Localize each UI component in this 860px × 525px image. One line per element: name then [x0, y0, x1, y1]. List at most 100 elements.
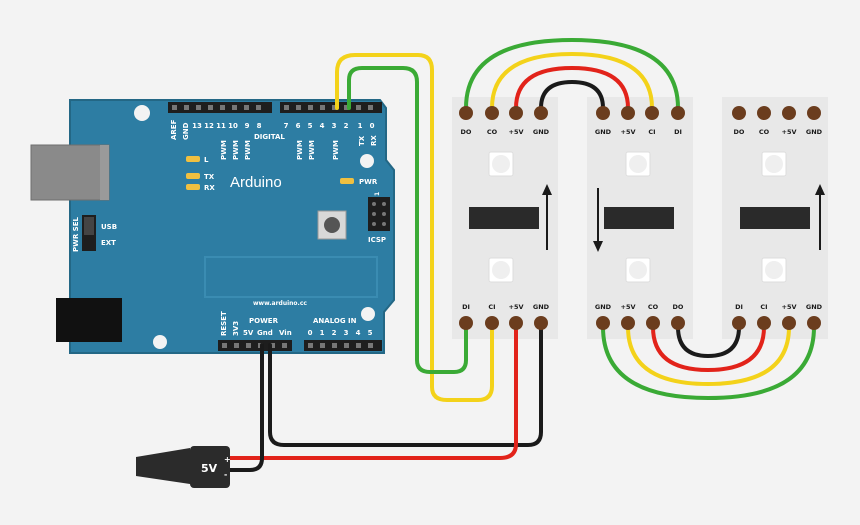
label-usb: USB — [101, 223, 117, 231]
pad — [807, 106, 821, 120]
label-a4: 4 — [356, 329, 361, 337]
strip1-bottom-label-3: +5V — [509, 303, 524, 311]
label-pwm-3: PWM — [332, 140, 340, 160]
label-pwm-6: PWM — [296, 140, 304, 160]
label-icsp-pin1: 1 — [374, 192, 381, 196]
strip3-bottom-label-4: GND — [806, 303, 823, 311]
wire-red-5v — [226, 325, 518, 460]
wires — [226, 37, 816, 472]
pad — [646, 316, 660, 330]
pad — [621, 316, 635, 330]
strip1-bottom-label-4: GND — [533, 303, 550, 311]
wire-black-supply — [226, 343, 264, 472]
label-a3: 3 — [344, 329, 349, 337]
pad — [534, 106, 548, 120]
pad — [459, 316, 473, 330]
label-pin8: 8 — [257, 122, 262, 130]
strip1-top-label-1: DO — [461, 128, 472, 136]
power-jack — [56, 298, 122, 342]
wire-green-di — [347, 66, 468, 374]
label-power: POWER — [249, 317, 279, 325]
label-pin7: 7 — [284, 122, 289, 130]
mounting-hole — [134, 105, 150, 121]
strip3-top-label-1: DO — [734, 128, 745, 136]
supply-label: 5V — [201, 462, 218, 475]
strip2-top-label-2: +5V — [621, 128, 636, 136]
label-pin10: 10 — [228, 122, 238, 130]
label-pin5: 5 — [308, 122, 313, 130]
label-icsp: ICSP — [368, 236, 386, 244]
strip2-bottom-label-1: GND — [595, 303, 612, 311]
pad — [782, 316, 796, 330]
wire-black-gnd — [268, 325, 543, 447]
label-a5: 5 — [368, 329, 373, 337]
strip1-top-label-3: +5V — [509, 128, 524, 136]
led-strip-3 — [722, 97, 828, 339]
wire-yellow-co-ci — [490, 51, 654, 110]
strip2-bottom-label-4: DO — [673, 303, 684, 311]
pad — [509, 316, 523, 330]
strip2-top-label-1: GND — [595, 128, 612, 136]
strip3-bottom-label-1: DI — [735, 303, 743, 311]
label-analog-in: ANALOG IN — [313, 317, 357, 325]
label-gnd: GND — [182, 122, 190, 140]
label-a1: 1 — [320, 329, 325, 337]
label-pin2: 2 — [344, 122, 349, 130]
mounting-hole — [361, 307, 375, 321]
label-pin0: 0 — [370, 122, 375, 130]
label-gnd-pin: Gnd — [257, 329, 273, 337]
label-pwr: PWR — [359, 178, 378, 186]
strip2-bottom-label-3: CO — [648, 303, 659, 311]
icsp-header — [368, 197, 390, 231]
label-pin9: 9 — [245, 122, 250, 130]
led-strip-1 — [452, 97, 558, 339]
label-vin: Vin — [279, 329, 292, 337]
strip2-bottom-label-2: +5V — [621, 303, 636, 311]
strip1-bottom-label-2: CI — [488, 303, 495, 311]
label-pwm-10: PWM — [232, 140, 240, 160]
strip1-top-label-2: CO — [487, 128, 498, 136]
pad — [671, 106, 685, 120]
pad — [732, 316, 746, 330]
wire-black-gnd-gnd — [539, 79, 605, 110]
microcontroller-outline — [204, 256, 378, 298]
pad — [621, 106, 635, 120]
pad — [645, 106, 659, 120]
pad — [485, 106, 499, 120]
wire-green-do-di — [464, 37, 680, 110]
arduino-board: AREF GND 13 12 11 10 9 8 DIGITAL 7 6 5 4… — [30, 99, 395, 354]
pad — [596, 106, 610, 120]
strip2-top-label-4: DI — [674, 128, 682, 136]
strip3-top-label-4: GND — [806, 128, 823, 136]
solder-pads — [459, 106, 821, 330]
pad — [732, 106, 746, 120]
strip3-bottom-label-3: +5V — [782, 303, 797, 311]
label-pwm-5: PWM — [308, 140, 316, 160]
led-rx — [186, 184, 200, 190]
pad — [757, 316, 771, 330]
label-pin12: 12 — [204, 122, 214, 130]
analog-header — [304, 340, 382, 351]
label-pwr-sel: PWR SEL — [72, 216, 80, 252]
led-strip-2 — [587, 97, 693, 339]
supply-plus: + — [224, 455, 231, 464]
label-digital: DIGITAL — [254, 133, 285, 141]
led-pwr — [340, 178, 354, 184]
strip1-bottom-label-1: DI — [462, 303, 470, 311]
label-ext: EXT — [101, 239, 116, 247]
label-pin1: 1 — [358, 122, 363, 130]
pad — [459, 106, 473, 120]
mounting-hole — [153, 335, 167, 349]
pad — [509, 106, 523, 120]
led-tx — [186, 173, 200, 179]
pad — [596, 316, 610, 330]
label-pin3: 3 — [332, 122, 337, 130]
wire-red-co-ci — [651, 325, 766, 373]
strip3-top-label-3: +5V — [782, 128, 797, 136]
pad — [807, 316, 821, 330]
digital-header-low — [280, 102, 382, 113]
label-pin13: 13 — [192, 122, 202, 130]
wire-yellow-ci — [335, 53, 494, 402]
pad — [782, 106, 796, 120]
